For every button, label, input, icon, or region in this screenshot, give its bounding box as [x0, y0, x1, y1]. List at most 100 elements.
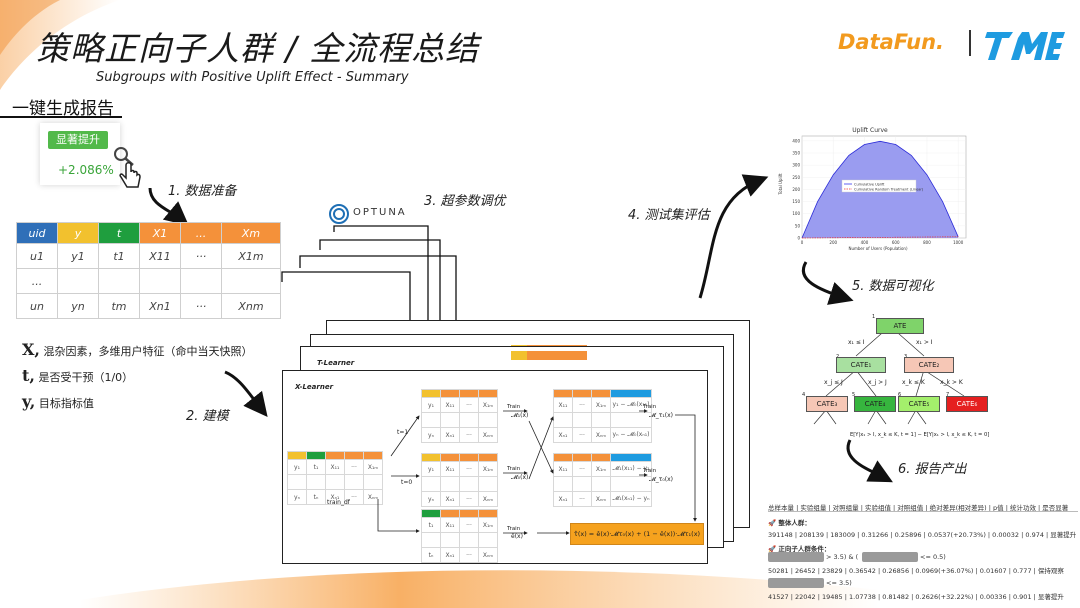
hand-pointer-icon: [119, 162, 141, 188]
col-ellipsis: ...: [180, 222, 222, 244]
node-num-4: 4: [802, 392, 805, 398]
report-cond2: <= 3.5): [826, 579, 852, 587]
tree-node-cate1: CATE₁: [836, 357, 886, 373]
tme-logo: [985, 32, 1065, 60]
y-tick-label: 350: [792, 151, 800, 156]
legend-t: t, 是否受干预（1/0）: [22, 366, 134, 385]
col-xm: Xm: [221, 222, 281, 244]
edge-x1-le: x₁ ≤ I: [848, 339, 865, 346]
legend-random: Cumulative Random Treatment (Linear): [854, 188, 924, 192]
cate-formula: τ̂(x) = ê(x)·𝓜τ₀(x) + (1 − ê(x))·𝓜τ₁(x): [570, 523, 704, 545]
tree-node-cate3: CATE₃: [806, 396, 848, 412]
edge-x1-gt: x₁ > I: [916, 339, 933, 346]
step-3-label: 3. 超参数调优: [424, 194, 506, 209]
tree-node-cate6: CATE₆: [946, 396, 988, 412]
col-t: t: [98, 222, 140, 244]
report-all-row: 391148 | 208139 | 183009 | 0.31266 | 0.2…: [768, 531, 1077, 539]
y-tick-label: 250: [792, 175, 800, 180]
report-row2: 41527 | 22042 | 19485 | 1.07738 | 0.8148…: [768, 593, 1064, 601]
step-6-label: 6. 报告产出: [898, 462, 967, 477]
tree-node-cate2: CATE₂: [904, 357, 954, 373]
step-4-label: 4. 测试集评估: [628, 208, 710, 223]
edge-xk-le: x_k ≤ K: [902, 379, 926, 386]
page-title: 策略正向子人群 / 全流程总结: [36, 29, 480, 68]
uplift-line: [801, 140, 959, 239]
edge-xj-gt: x_j > J: [868, 379, 887, 386]
col-uid: uid: [16, 222, 58, 244]
step-2-label: 2. 建模: [186, 409, 229, 424]
legend-y: y, 目标指标值: [22, 392, 94, 411]
optuna-logo-icon: [329, 204, 349, 224]
legend-x: X, 混杂因素，多维用户特征（命中当天快照）: [22, 340, 253, 359]
step-5-label: 5. 数据可视化: [852, 279, 934, 294]
report-cond1: > 3.5) & (: [826, 553, 859, 561]
y-tick-label: 300: [792, 163, 800, 168]
masked-feature: [768, 552, 824, 562]
x-tick-label: 200: [829, 240, 837, 245]
datafun-logo: DataFun.: [838, 30, 945, 54]
edge-xj-le: x_j ≤ J: [824, 379, 843, 386]
section-underline: [0, 116, 122, 118]
col-y: y: [57, 222, 99, 244]
significant-badge: 显著提升: [48, 131, 108, 149]
uplift-tree: x₁ ≤ I x₁ > I x_j ≤ J x_j > J x_k ≤ K x_…: [802, 314, 989, 438]
masked-feature: [862, 552, 918, 562]
table-row: un yn tm Xn1 ··· Xnm: [16, 293, 281, 319]
report-header: 总样本量 | 实验组量 | 对照组量 | 实验组值 | 对照组值 | 绝对差异(…: [768, 504, 1069, 512]
tree-node-cate4: CATE₄: [854, 396, 896, 412]
x-tick-label: 800: [923, 240, 931, 245]
y-tick-label: 50: [795, 223, 801, 228]
masked-feature: [768, 578, 824, 588]
table-row: u1 y1 t1 X11 ··· X1m: [16, 243, 281, 269]
col-x1: X1: [139, 222, 181, 244]
report-all-title: 🚀 整体人群：: [768, 519, 811, 527]
legend-uplift: Cumulative Uplift: [854, 183, 885, 187]
search-icon: [114, 147, 134, 166]
x-learner-connectors: [377, 409, 697, 535]
node-num-7: 7: [946, 392, 949, 398]
x-tick-label: 1000: [953, 240, 964, 245]
report-pos-title: 🚀 正向子人群条件：: [768, 545, 831, 553]
y-tick-label: 150: [792, 199, 800, 204]
node-num-6: 6: [898, 392, 901, 398]
edge-xk-gt: x_k > K: [940, 379, 964, 386]
step-1-label: 1. 数据准备: [168, 184, 237, 199]
chart-title: Uplift Curve: [852, 127, 888, 134]
page-subtitle: Subgroups with Positive Uplift Effect - …: [96, 70, 409, 85]
random-line: [801, 236, 959, 239]
chart-ylabel: Total Uplift: [778, 173, 783, 196]
report-cond1b: <= 0.5): [920, 553, 946, 561]
x-tick-label: 0: [801, 240, 804, 245]
uplift-curve-chart: Uplift Curve Total Uplift Number of User…: [778, 127, 967, 251]
uplift-value: +2.086%: [58, 163, 114, 177]
tree-bottom-formula: E[Y|x₁ > I, x_k ≤ K, t = 1] − E[Y|x₁ > I…: [850, 432, 989, 438]
table-row: ...: [16, 268, 281, 294]
tree-node-ate: ATE: [876, 318, 924, 334]
y-tick-label: 200: [792, 187, 800, 192]
tree-node-cate5: CATE₅: [898, 396, 940, 412]
report-row1: 50281 | 26452 | 23829 | 0.36542 | 0.2685…: [768, 567, 1064, 575]
node-num-1: 1: [872, 314, 875, 320]
y-tick-label: 400: [792, 138, 800, 143]
report-divider: [768, 511, 1078, 512]
section-heading: 一键生成报告: [12, 99, 114, 119]
x-tick-label: 400: [861, 240, 869, 245]
optuna-logo-text: OPTUNA: [353, 207, 407, 218]
legend-box: [841, 179, 917, 193]
chart-xlabel: Number of Users (Population): [848, 246, 908, 251]
node-num-5: 5: [852, 392, 855, 398]
y-tick-label: 0: [797, 236, 800, 241]
x-tick-label: 600: [892, 240, 900, 245]
y-tick-label: 100: [792, 211, 800, 216]
data-table: uid y t X1 ... Xm u1 y1 t1 X11 ··· X1m .…: [16, 222, 281, 319]
logo-divider: [969, 30, 971, 56]
